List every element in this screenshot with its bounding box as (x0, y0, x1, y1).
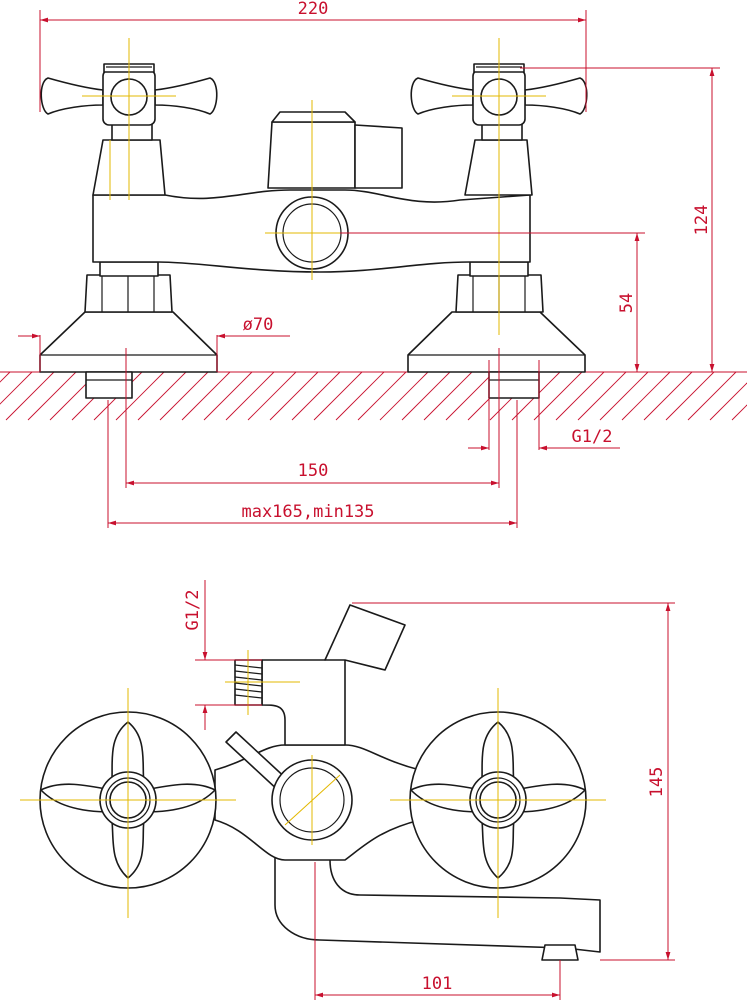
plan-view: G1/2 145 101 (20, 580, 675, 1000)
dim-width-total: 220 (298, 0, 329, 19)
hatch-line (599, 371, 649, 421)
dim-center-range: max165,min135 (241, 502, 374, 522)
hatch-line (137, 371, 187, 421)
hatch-line (181, 371, 231, 421)
right-flange (407, 311, 586, 373)
hatch-line (0, 371, 11, 383)
shower-outlet (261, 639, 346, 746)
hatch-line (621, 371, 671, 421)
hatch-line (5, 371, 55, 421)
dim-inlet-thread: G1/2 (572, 427, 613, 447)
right-inlet-pipe (488, 371, 540, 399)
hatch-line (731, 404, 747, 421)
hatch-line (687, 371, 737, 421)
left-inlet-pipe (85, 371, 133, 399)
hatch-line (401, 371, 451, 421)
hatch-line (27, 371, 77, 421)
hatch-line (643, 371, 693, 421)
hatch-line (269, 371, 319, 421)
hatch-line (159, 371, 209, 421)
hatch-line (379, 371, 429, 421)
left-spindle (111, 123, 153, 141)
shower-holder (324, 604, 406, 671)
dim-spout-reach: 101 (422, 974, 453, 994)
right-cross-handle (410, 63, 588, 126)
left-eccentric (99, 261, 159, 277)
hatch-line (203, 371, 253, 421)
hatch-line (555, 371, 605, 421)
right-spindle (481, 123, 523, 141)
hatch-line (247, 371, 297, 421)
hatch-line (445, 371, 495, 421)
hatch-line (115, 371, 165, 421)
front-elevation-view: 220 124 54 ø70 G1/2 150 max165,min135 (0, 0, 747, 528)
left-flange (39, 311, 218, 373)
hatch-line (0, 371, 33, 405)
spout (274, 849, 601, 953)
hatch-line (709, 382, 747, 421)
hatch-line (313, 371, 363, 421)
dim-center-distance: 150 (298, 461, 329, 481)
hatch-line (225, 371, 275, 421)
hatch-line (423, 371, 473, 421)
hatch-line (665, 371, 715, 421)
dim-height-side: 145 (647, 767, 667, 798)
dim-outlet-height: 54 (617, 293, 637, 313)
hatch-line (291, 371, 341, 421)
hatch-line (533, 371, 583, 421)
hatch-line (357, 371, 407, 421)
dim-height-total: 124 (692, 205, 712, 236)
dim-base-diameter: ø70 (243, 315, 274, 335)
dim-shower-thread: G1/2 (183, 590, 203, 631)
hatch-line (577, 371, 627, 421)
aerator (541, 944, 579, 961)
hatch-line (335, 371, 385, 421)
